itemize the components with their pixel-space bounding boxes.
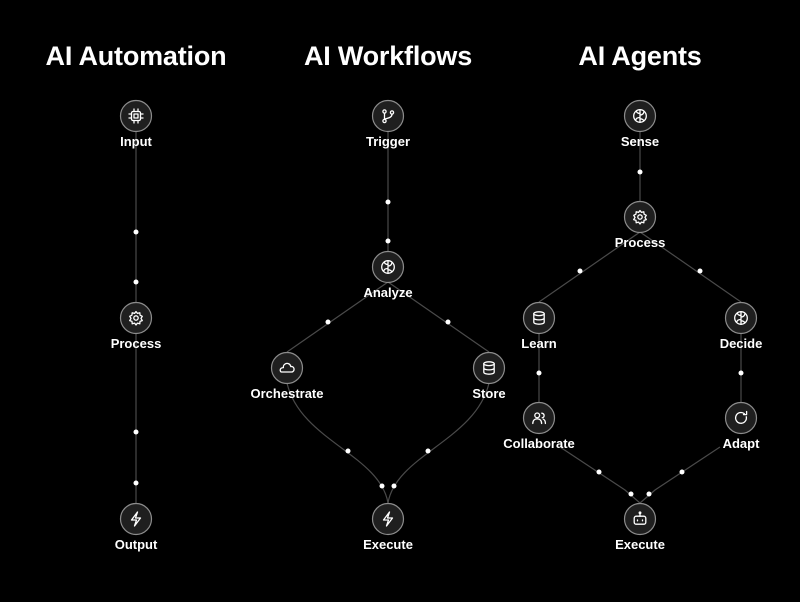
edge-dot [646, 491, 652, 497]
node-label: Collaborate [503, 436, 575, 451]
edge-process-decide [639, 231, 742, 303]
edge-dot [133, 229, 139, 235]
title-ai-agents: AI Agents [578, 41, 701, 71]
title-ai-automation: AI Automation [46, 41, 227, 71]
node-analyze: Analyze [363, 250, 413, 300]
node-label: Execute [363, 537, 413, 552]
edge-dot [445, 319, 451, 325]
node-process: Process [615, 200, 666, 250]
node-circle [623, 502, 657, 536]
node-label: Store [472, 386, 505, 401]
edge-dot [596, 469, 602, 475]
edge-collaborate-execute [559, 446, 641, 504]
node-label: Adapt [723, 436, 761, 451]
node-decide: Decide [720, 301, 763, 351]
edge-analyze-orchestrate [286, 281, 389, 353]
node-label: Trigger [366, 134, 410, 149]
title-ai-workflows: AI Workflows [304, 41, 472, 71]
node-learn: Learn [521, 301, 557, 351]
edge-dot [637, 169, 643, 175]
node-circle [522, 301, 556, 335]
node-input: Input [119, 99, 153, 149]
node-execute: Execute [363, 502, 413, 552]
node-circle [119, 502, 153, 536]
edge-store-execute [387, 382, 490, 504]
node-label: Analyze [363, 285, 412, 300]
edge-dots [133, 169, 744, 497]
edge-dot [379, 483, 385, 489]
node-label: Orchestrate [251, 386, 324, 401]
edges [135, 131, 742, 504]
node-circle [119, 301, 153, 335]
node-circle [623, 200, 657, 234]
edge-dot [133, 480, 139, 486]
edge-dot [345, 448, 351, 454]
node-output: Output [115, 502, 158, 552]
node-label: Input [120, 134, 152, 149]
node-circle [270, 351, 304, 385]
node-label: Learn [521, 336, 556, 351]
edge-dot [385, 199, 391, 205]
edge-process-learn [538, 231, 641, 303]
node-circle [371, 502, 405, 536]
edge-analyze-store [387, 281, 490, 353]
node-label: Execute [615, 537, 665, 552]
node-label: Sense [621, 134, 659, 149]
edge-dot [391, 483, 397, 489]
node-collaborate: Collaborate [503, 401, 575, 451]
edge-dot [133, 429, 139, 435]
edge-dot [385, 238, 391, 244]
node-label: Output [115, 537, 158, 552]
edge-dot [628, 491, 634, 497]
node-label: Process [615, 235, 666, 250]
node-execute: Execute [615, 502, 665, 552]
node-sense: Sense [621, 99, 659, 149]
edge-orchestrate-execute [286, 382, 389, 504]
edge-dot [133, 279, 139, 285]
edge-dot [679, 469, 685, 475]
edge-dot [425, 448, 431, 454]
node-circle [522, 401, 556, 435]
edge-dot [697, 268, 703, 274]
edge-dot [325, 319, 331, 325]
node-label: Process [111, 336, 162, 351]
node-label: Decide [720, 336, 763, 351]
node-circle [371, 99, 405, 133]
node-circle [724, 401, 758, 435]
edge-dot [536, 370, 542, 376]
node-adapt: Adapt [723, 401, 761, 451]
node-trigger: Trigger [366, 99, 410, 149]
node-store: Store [472, 351, 506, 401]
node-circle [119, 99, 153, 133]
edge-dot [738, 370, 744, 376]
edge-adapt-execute [639, 446, 721, 504]
node-process: Process [111, 301, 162, 351]
node-orchestrate: Orchestrate [251, 351, 324, 401]
node-circle [472, 351, 506, 385]
edge-dot [577, 268, 583, 274]
